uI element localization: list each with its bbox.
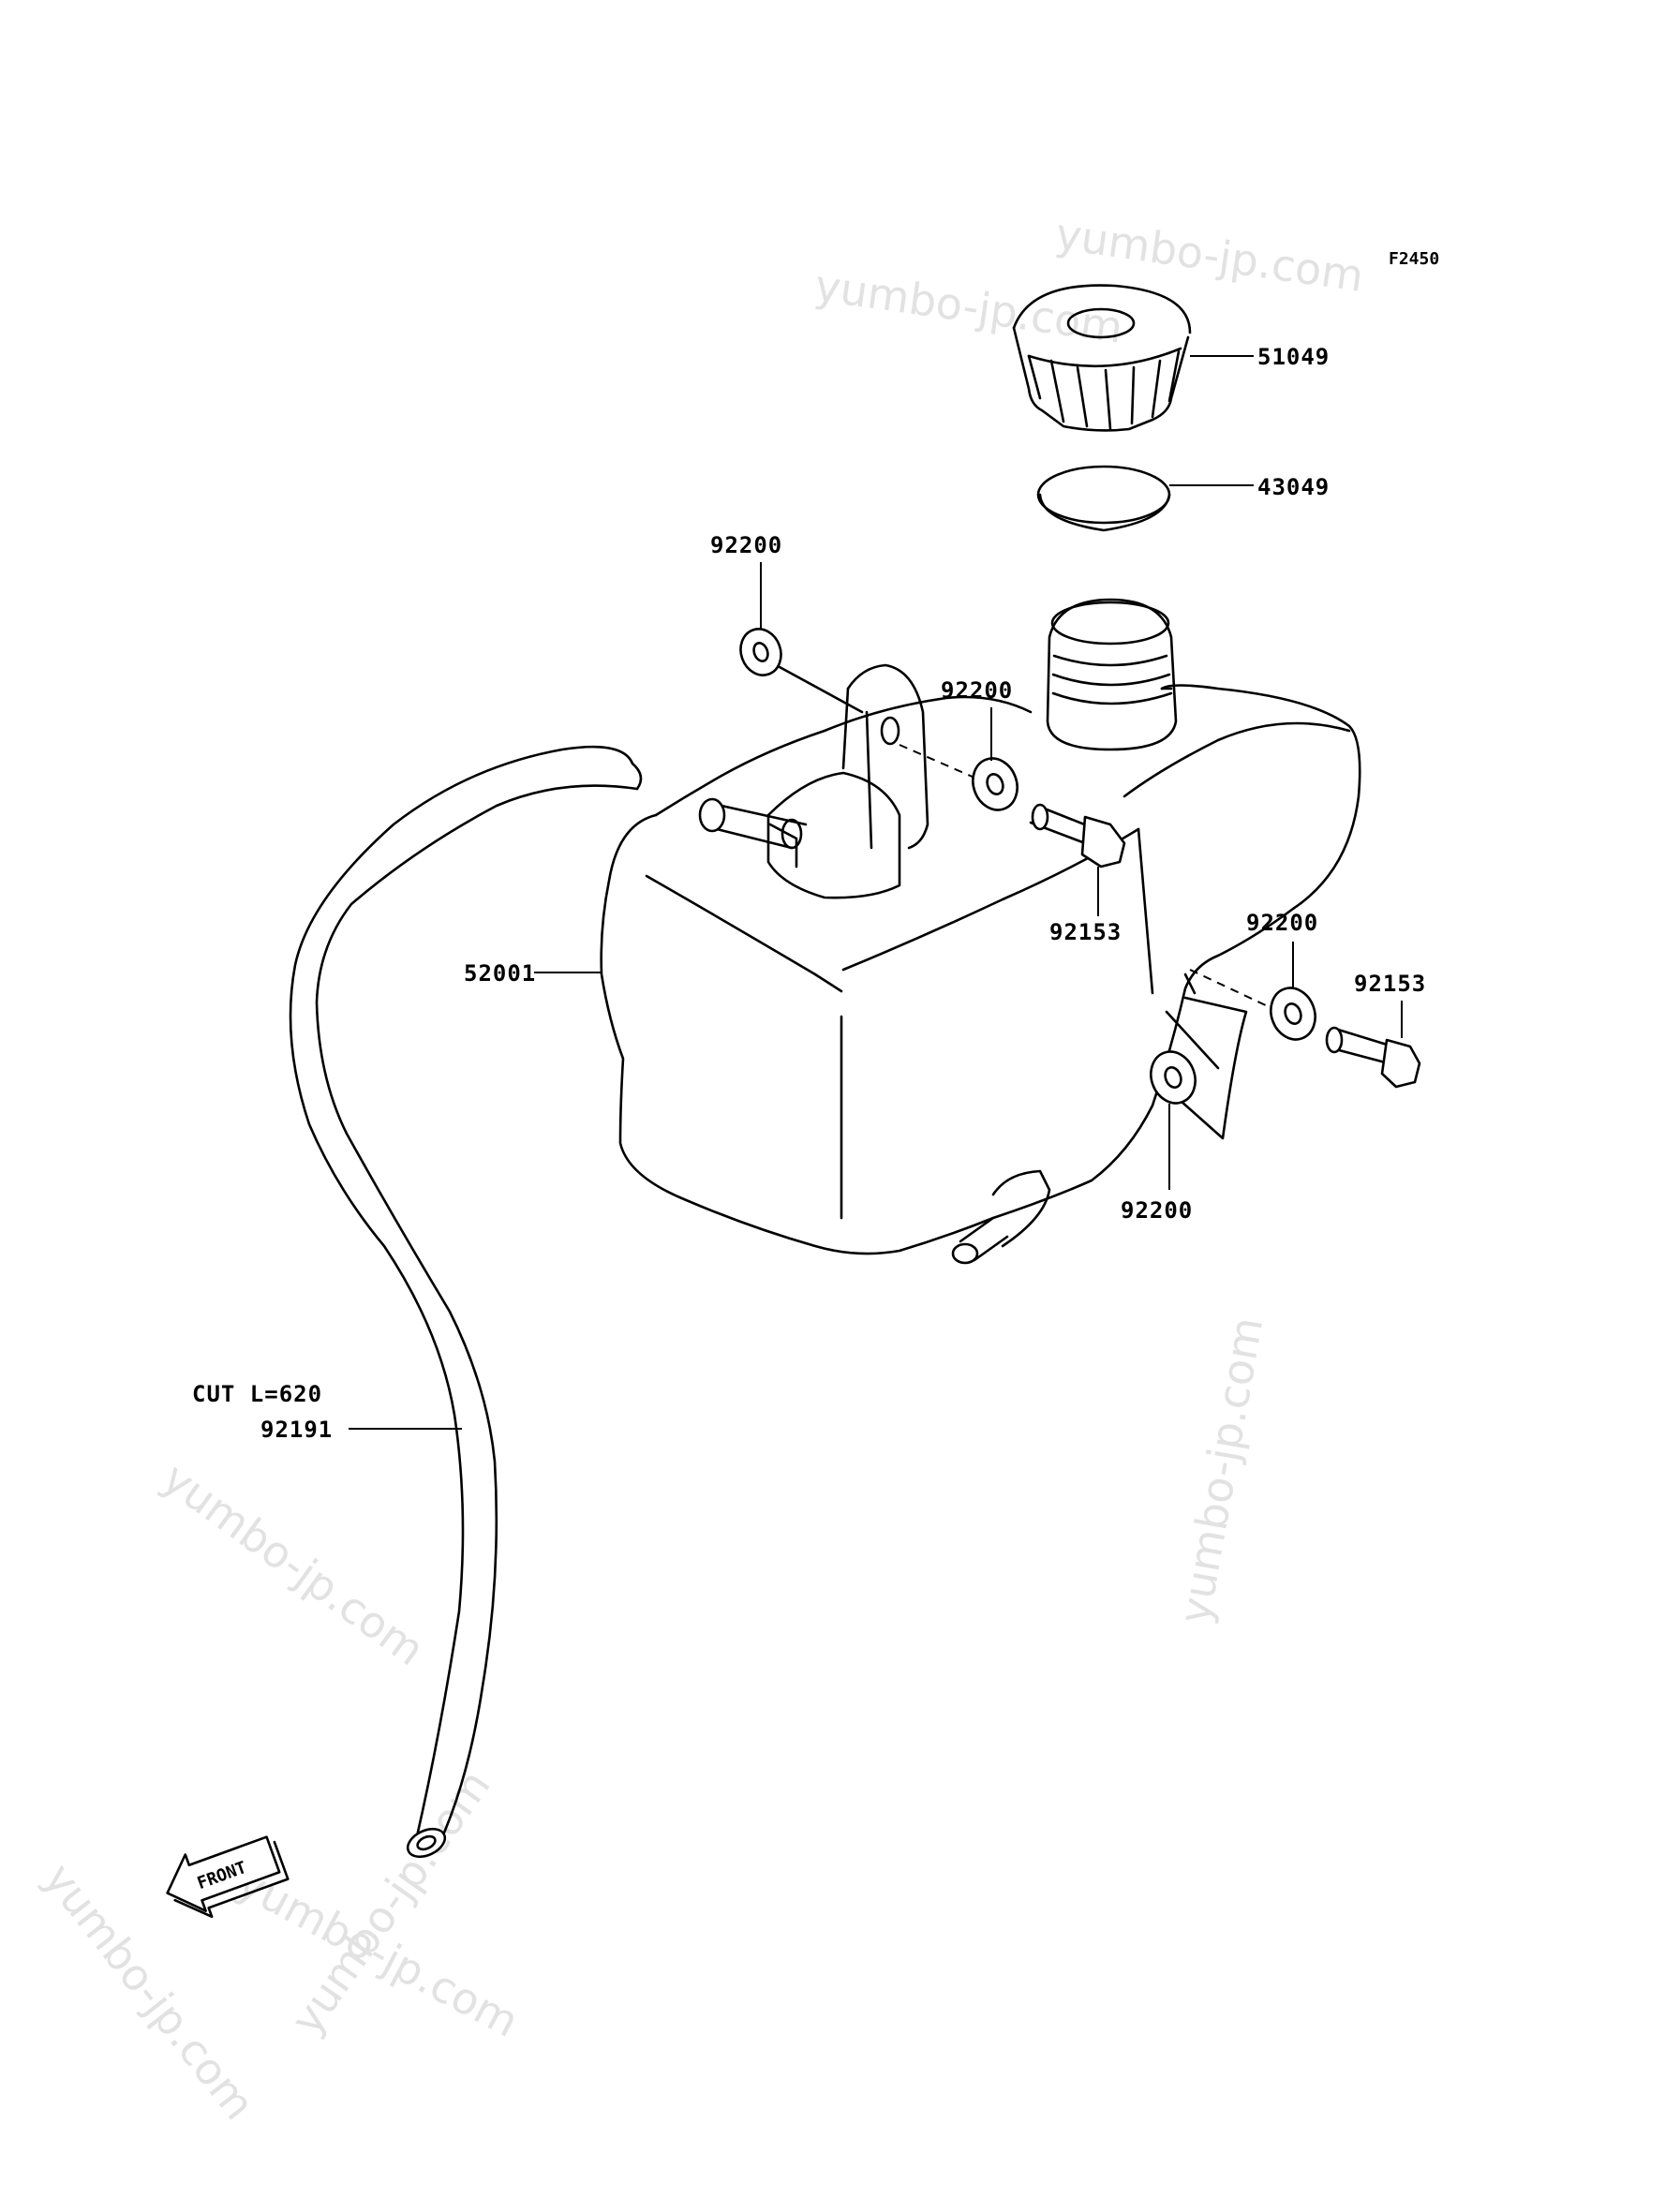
watermark-top-1: yumbo-jp.com [1052, 208, 1366, 302]
label-92200-right: 92200 [1246, 910, 1318, 936]
label-92191: 92191 [260, 1417, 333, 1443]
cap-gasket [1036, 465, 1171, 532]
label-92200-top-left: 92200 [710, 532, 782, 558]
label-92153-right: 92153 [1354, 971, 1426, 997]
front-arrow: FRONT [166, 1835, 290, 1919]
watermark-right: yumbo-jp.com [1169, 1314, 1273, 1627]
washer-top-left [739, 628, 782, 676]
figure-code: F2450 [1389, 249, 1439, 269]
bolt-top [1029, 803, 1126, 868]
washer-lower [1150, 1050, 1197, 1105]
label-92200-lower: 92200 [1121, 1197, 1193, 1224]
watermark-top-2: yumbo-jp.com [811, 260, 1125, 353]
fuel-tank [600, 598, 1361, 1265]
label-43049: 43049 [1257, 474, 1330, 500]
washer-top-mid [972, 757, 1018, 811]
bolt-right [1325, 1026, 1421, 1089]
label-92153-top: 92153 [1049, 919, 1122, 945]
watermark-bottom-3: yumbo-jp.com [34, 1854, 264, 2130]
hose-note: CUT L=620 [192, 1381, 322, 1407]
label-92200-top-mid: 92200 [941, 677, 1013, 704]
label-51049: 51049 [1257, 344, 1330, 370]
label-52001: 52001 [464, 960, 536, 987]
watermark-left: yumbo-jp.com [154, 1452, 434, 1675]
washer-right [1270, 987, 1316, 1041]
fuel-cap [1012, 284, 1192, 432]
hose [289, 745, 643, 1859]
